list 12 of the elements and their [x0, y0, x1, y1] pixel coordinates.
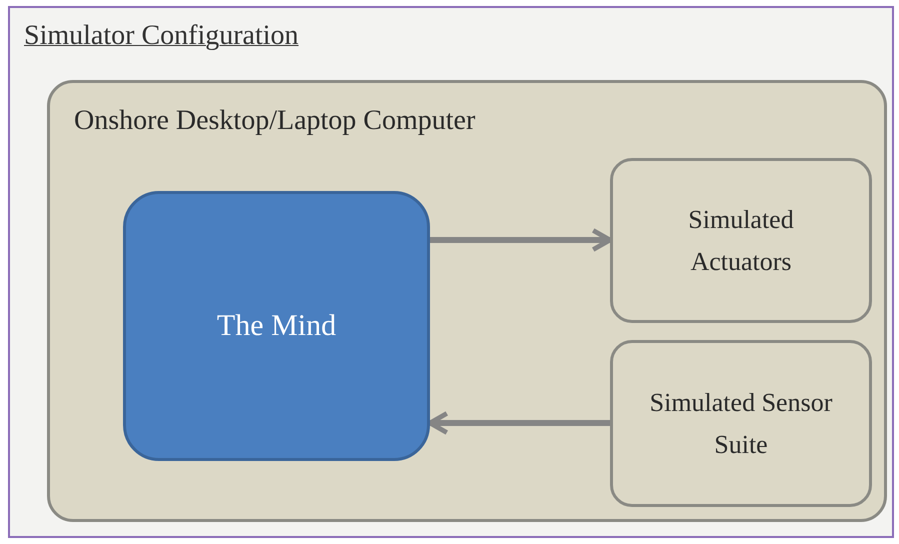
group-box	[47, 80, 887, 522]
group-title: Onshore Desktop/Laptop Computer	[74, 105, 476, 137]
box-label: Simulated Sensor Suite	[648, 386, 834, 460]
box-label: The Mind	[216, 309, 336, 343]
box-label: Simulated Actuators	[687, 204, 795, 278]
panel-title: Simulator Configuration	[24, 20, 299, 52]
arrow	[428, 411, 610, 435]
process-box	[610, 158, 872, 323]
process-box	[123, 191, 430, 461]
process-box	[610, 340, 872, 507]
panel-frame	[8, 6, 894, 538]
arrow	[430, 228, 612, 252]
